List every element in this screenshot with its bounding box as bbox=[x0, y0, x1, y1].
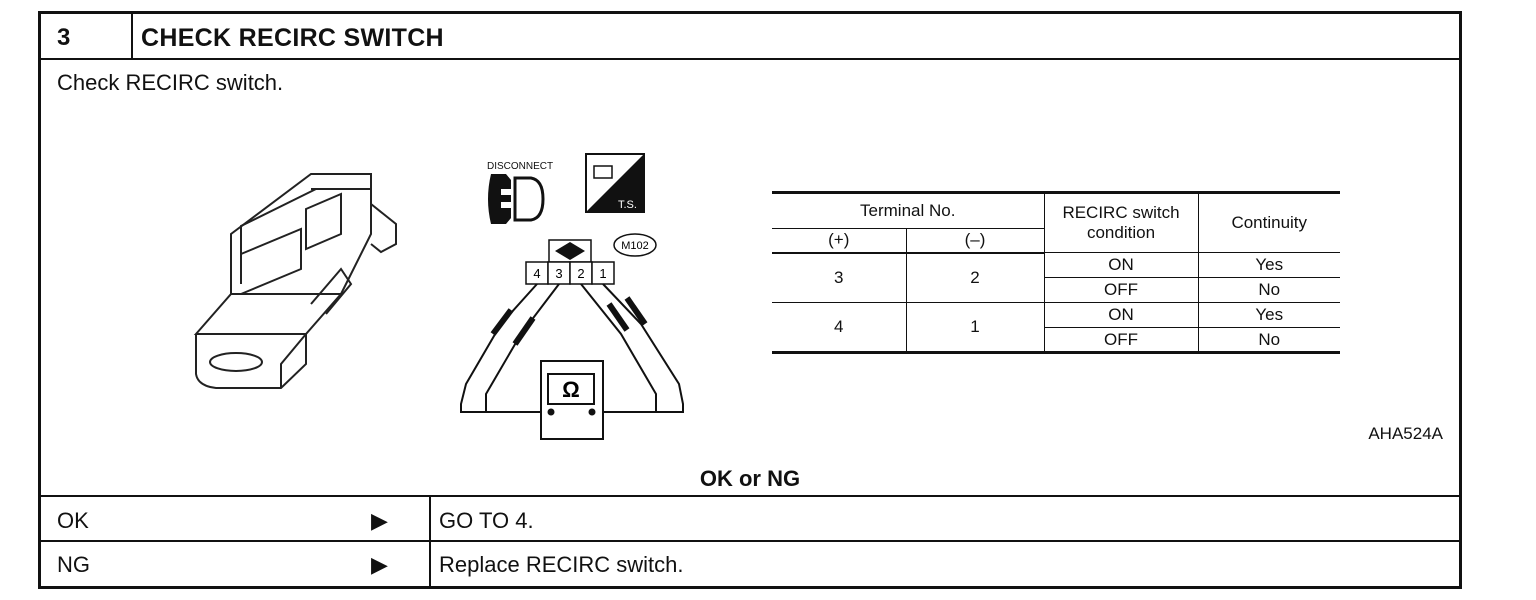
step-title: CHECK RECIRC SWITCH bbox=[141, 24, 444, 52]
ok-ng-prompt: OK or NG bbox=[699, 466, 801, 491]
arrow-right-icon: ▶ bbox=[371, 552, 388, 577]
results-rule bbox=[41, 495, 1459, 497]
condition-cell: OFF bbox=[1044, 277, 1199, 303]
continuity-cell: No bbox=[1197, 277, 1340, 303]
connector-pins: 4 3 2 1 bbox=[525, 261, 615, 285]
connector-id: M102 bbox=[621, 240, 649, 252]
header-plus: (+) bbox=[772, 228, 907, 254]
condition-cell: ON bbox=[1043, 302, 1199, 328]
procedure-frame: 3 CHECK RECIRC SWITCH Check RECIRC switc… bbox=[38, 11, 1462, 589]
header-rule bbox=[41, 58, 1459, 60]
results-column-divider bbox=[429, 495, 431, 586]
pin-label: 2 bbox=[577, 266, 584, 281]
step-number: 3 bbox=[57, 24, 71, 51]
instruction-text: Check RECIRC switch. bbox=[57, 70, 284, 95]
connector-id-badge bbox=[613, 233, 657, 257]
results-divider bbox=[41, 540, 1459, 542]
result-ok-label: OK bbox=[57, 508, 89, 533]
condition-cell: ON bbox=[1043, 252, 1199, 278]
table-row: OFF No bbox=[772, 327, 1340, 353]
continuity-cell: Yes bbox=[1197, 252, 1340, 278]
terminal-minus-cell: 2 bbox=[905, 252, 1045, 303]
ohm-symbol: Ω bbox=[562, 377, 580, 402]
header-minus: (–) bbox=[905, 228, 1044, 254]
pin-label: 3 bbox=[555, 266, 562, 281]
terminal-minus-cell: 1 bbox=[905, 302, 1045, 353]
terminal-plus-cell: 3 bbox=[772, 252, 907, 303]
pin-label: 1 bbox=[599, 266, 606, 281]
continuity-check-diagram: DISCONNECT T.S. M102 4 3 2 1 bbox=[193, 153, 684, 440]
result-ok-action: GO TO 4. bbox=[439, 508, 534, 533]
header-terminal-no: Terminal No. bbox=[772, 192, 1045, 229]
ohmmeter-icon: Ω bbox=[540, 360, 604, 440]
condition-cell: OFF bbox=[1044, 327, 1199, 353]
tester-icon: T.S. bbox=[585, 153, 645, 213]
terminal-plus-cell: 4 bbox=[772, 302, 907, 353]
header-divider bbox=[131, 14, 133, 58]
result-ng-action: Replace RECIRC switch. bbox=[439, 552, 684, 577]
header-continuity: Continuity bbox=[1197, 192, 1340, 253]
result-ng-label: NG bbox=[57, 552, 90, 577]
probe-leads bbox=[460, 283, 684, 413]
figure-code: AHA524A bbox=[1368, 424, 1443, 443]
arrow-right-icon: ▶ bbox=[371, 508, 388, 533]
probe-tips bbox=[490, 296, 648, 346]
connector-illustration bbox=[193, 173, 397, 389]
table-row: 4 1 ON Yes bbox=[772, 302, 1340, 353]
pin-label: 4 bbox=[533, 266, 540, 281]
table-row: 3 2 ON Yes bbox=[772, 252, 1340, 303]
disconnect-icon bbox=[488, 174, 545, 224]
continuity-cell: Yes bbox=[1197, 302, 1340, 328]
continuity-cell: No bbox=[1197, 327, 1340, 353]
tester-label: T.S. bbox=[618, 199, 637, 211]
disconnect-label: DISCONNECT bbox=[487, 161, 553, 172]
